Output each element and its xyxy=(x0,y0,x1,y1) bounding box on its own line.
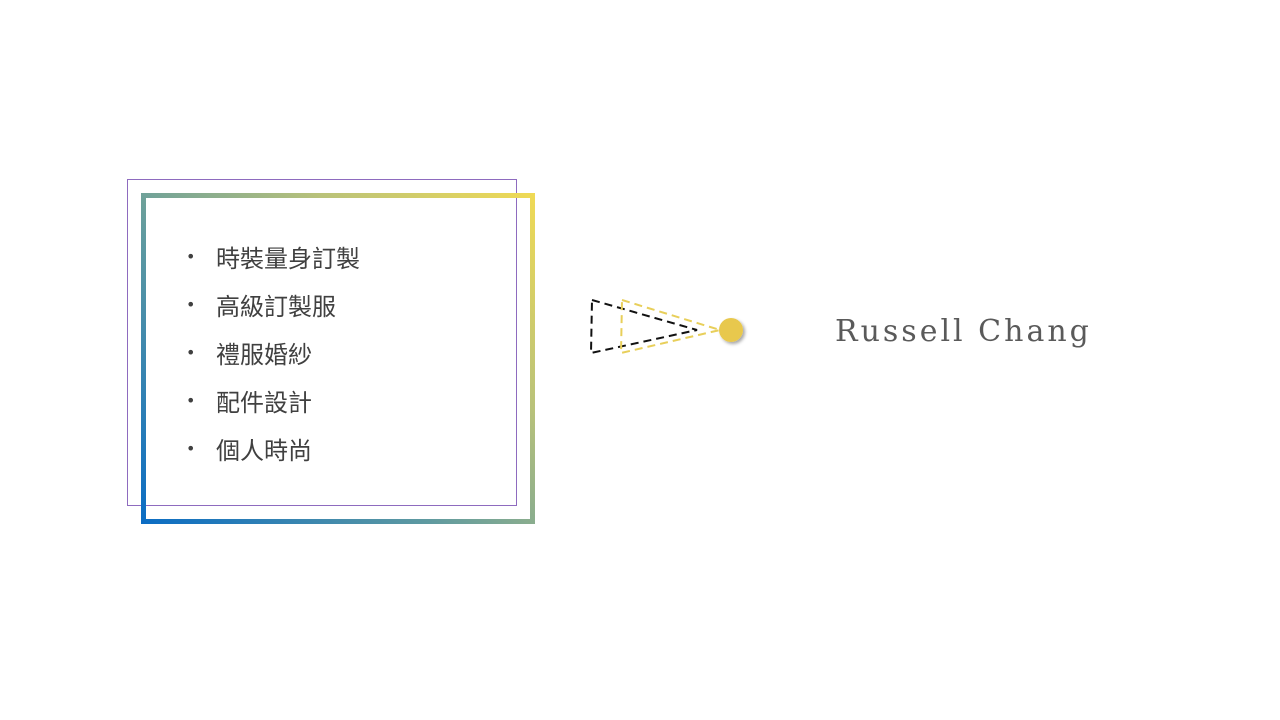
list-item-label: 時裝量身訂製 xyxy=(216,244,360,273)
list-item-label: 禮服婚紗 xyxy=(216,340,312,369)
list-item-label: 個人時尚 xyxy=(216,436,312,465)
bullet-icon: • xyxy=(186,246,196,266)
bullet-icon: • xyxy=(186,390,196,410)
yellow-dashed-triangle-icon xyxy=(619,298,724,355)
bullet-icon: • xyxy=(186,294,196,314)
list-item: • 高級訂製服 xyxy=(186,280,360,328)
service-list: • 時裝量身訂製 • 高級訂製服 • 禮服婚紗 • 配件設計 • 個人時尚 xyxy=(186,232,360,472)
list-item: • 個人時尚 xyxy=(186,424,360,472)
list-item-label: 高級訂製服 xyxy=(216,292,336,321)
list-item: • 配件設計 xyxy=(186,376,360,424)
yellow-dot-icon xyxy=(719,318,743,342)
bullet-icon: • xyxy=(186,342,196,362)
list-item-label: 配件設計 xyxy=(216,388,312,417)
list-item: • 時裝量身訂製 xyxy=(186,232,360,280)
gradient-frame xyxy=(141,193,535,524)
author-name: Russell Chang xyxy=(835,314,1092,349)
black-dashed-triangle-icon xyxy=(589,298,698,355)
bullet-icon: • xyxy=(186,438,196,458)
list-item: • 禮服婚紗 xyxy=(186,328,360,376)
